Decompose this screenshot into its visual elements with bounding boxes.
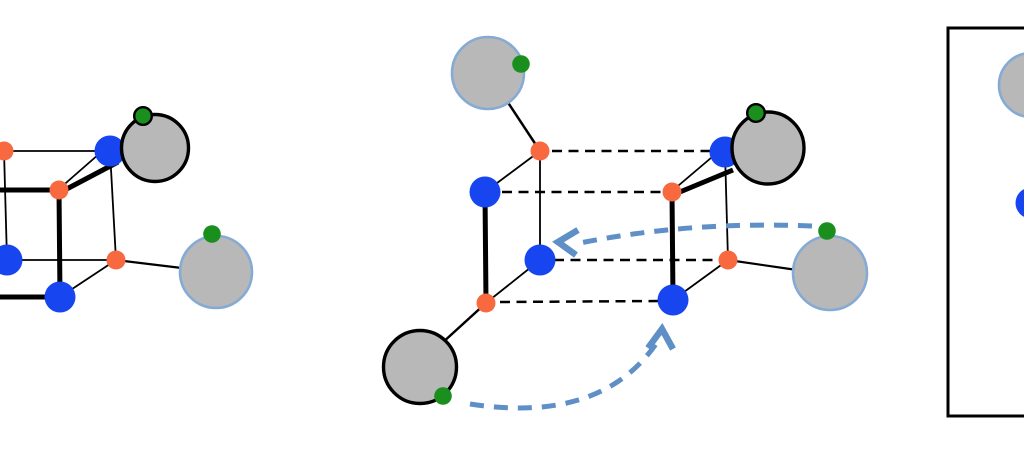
graph-edge-thick [669,191,676,301]
ancilla-node-orange [718,250,738,270]
io-qubit-blue-border [791,234,869,312]
split-cube-graph [381,35,869,411]
io-qubit-blue-border [178,234,254,310]
ancilla-node-orange [662,182,682,202]
identification-dashed-edge [499,299,660,304]
green-marker-dot [818,222,836,240]
ancilla-node-blue [44,281,76,313]
graph-edge [724,151,729,261]
qubit-attachment-edge [440,302,487,345]
ancilla-node-orange [530,141,550,161]
graph-edge-thick [482,191,489,304]
io-qubit-black-border [119,112,191,184]
green-marker-dot [203,225,221,243]
swap-arrow [469,342,659,411]
ancilla-node-blue [1015,189,1024,217]
legend-box [946,26,1024,418]
ancilla-node-orange [0,141,14,161]
swap-arrow-head [645,322,676,351]
green-marker-dot [434,387,452,405]
qubit-attachment-edge [503,97,542,152]
green-marker-dot [746,102,767,123]
ancilla-node-blue [469,176,501,208]
graph-edge-thick [59,159,120,195]
cube-graph [0,105,254,313]
ancilla-node-blue [657,284,689,316]
green-marker-dot [512,55,530,73]
ancilla-node-blue [524,244,556,276]
graph-edge [671,151,719,192]
legend [946,26,1024,418]
io-qubit-black-border [381,328,459,406]
swap-arrow-head [552,227,580,258]
graph-edge-thick [56,189,63,298]
ancilla-node-orange [476,293,496,313]
qubit-attachment-edge [727,258,798,272]
io-qubit-black-border [730,110,806,186]
graph-edge [109,150,117,261]
ancilla-node-blue [0,244,23,276]
ancilla-node-blue [94,135,126,167]
graph-edge-thick [674,167,734,197]
qubit-attachment-edge [115,258,191,271]
green-marker-dot [132,105,153,126]
swap-arrow [579,222,813,246]
ancilla-node-orange [106,250,126,270]
io-qubit-blue-border [450,35,526,111]
io-qubit-blue-border [997,52,1024,118]
graph-edge [3,150,8,261]
ancilla-node-orange [49,180,69,200]
